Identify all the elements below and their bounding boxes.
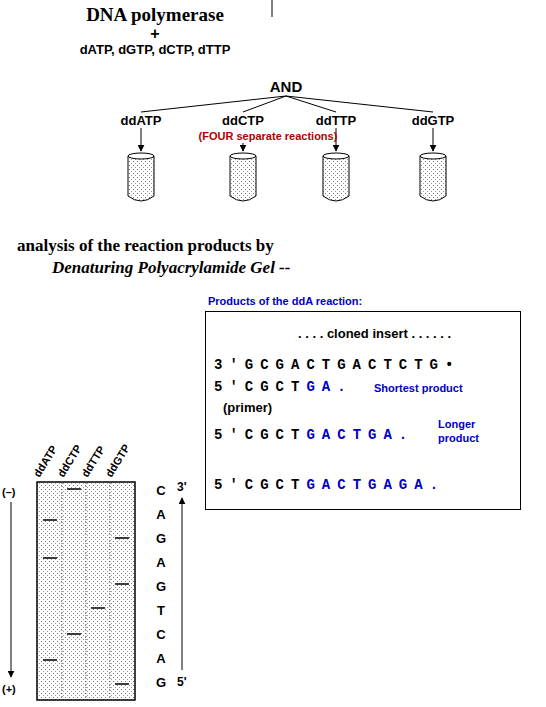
reagent-node: AND xyxy=(270,78,303,95)
direction-arrow xyxy=(182,498,183,670)
reagent-name: ddGTP xyxy=(412,113,455,128)
base-letter: G xyxy=(156,579,166,594)
base-letter: G xyxy=(156,675,166,690)
nucleotide-list: dATP, dGTP, dCTP, dTTP xyxy=(80,42,231,57)
end-label: 5' xyxy=(177,675,187,689)
reagent-node: ddGTP xyxy=(412,113,455,128)
reagent-name: ddCTP xyxy=(222,113,264,128)
reagent-name: ddATP xyxy=(121,113,162,128)
primer-strand: 5'CGCT xyxy=(214,478,306,492)
electrophoresis-arrow xyxy=(11,502,12,677)
branch-line xyxy=(286,96,433,112)
base-letter: G xyxy=(156,531,166,546)
base-letter: A xyxy=(156,507,165,522)
tubes xyxy=(128,153,446,201)
primer-strand: 5'CGCT xyxy=(214,380,306,394)
reagent-node: ddCTP xyxy=(222,113,264,128)
end-label: 3' xyxy=(177,480,187,494)
extension: GACTGAGA. xyxy=(306,478,445,492)
extension: GA. xyxy=(306,380,352,394)
reagent-name: AND xyxy=(270,78,303,95)
section-heading: Denaturing Polyacrylamide Gel -- xyxy=(52,258,290,278)
polarity-label: (+) xyxy=(2,683,16,695)
top-line xyxy=(272,0,273,17)
branch-line xyxy=(141,96,286,112)
product-box: Products of the ddA reaction:. . . . clo… xyxy=(205,311,521,510)
base-letter: C xyxy=(156,483,165,498)
extension: GACTGA. xyxy=(306,428,414,442)
product-note: Longer product xyxy=(438,418,488,446)
template-strand: 3'GCGACTGACTCTG• xyxy=(214,358,460,372)
branch-line xyxy=(243,96,286,112)
product-note: Shortest product xyxy=(374,382,463,394)
box-heading: Products of the ddA reaction: xyxy=(208,295,362,307)
primer-strand: 5'CGCT xyxy=(214,428,306,442)
reagent-title: DNA polymerase xyxy=(86,4,224,26)
lane-label: ddATP xyxy=(31,443,60,479)
insert-label: . . . . cloned insert . . . . . . xyxy=(298,326,451,341)
reagent-name: ddTTP xyxy=(316,113,356,128)
reagent-node: ddTTP xyxy=(316,113,356,128)
primer-label: (primer) xyxy=(223,400,272,415)
base-letter: T xyxy=(157,603,165,618)
reagent-node: ddATP xyxy=(121,113,162,128)
base-letter: A xyxy=(156,651,165,666)
polarity-label: (–) xyxy=(2,486,15,498)
base-letter: C xyxy=(156,627,165,642)
base-letter: A xyxy=(156,555,165,570)
gel xyxy=(37,482,135,700)
tube-arrows xyxy=(141,128,433,151)
note-text: (FOUR separate reactions) xyxy=(199,130,338,142)
lane-label: ddGTP xyxy=(103,442,132,479)
plus-sign: + xyxy=(150,25,159,43)
section-heading: analysis of the reaction products by xyxy=(17,236,274,256)
